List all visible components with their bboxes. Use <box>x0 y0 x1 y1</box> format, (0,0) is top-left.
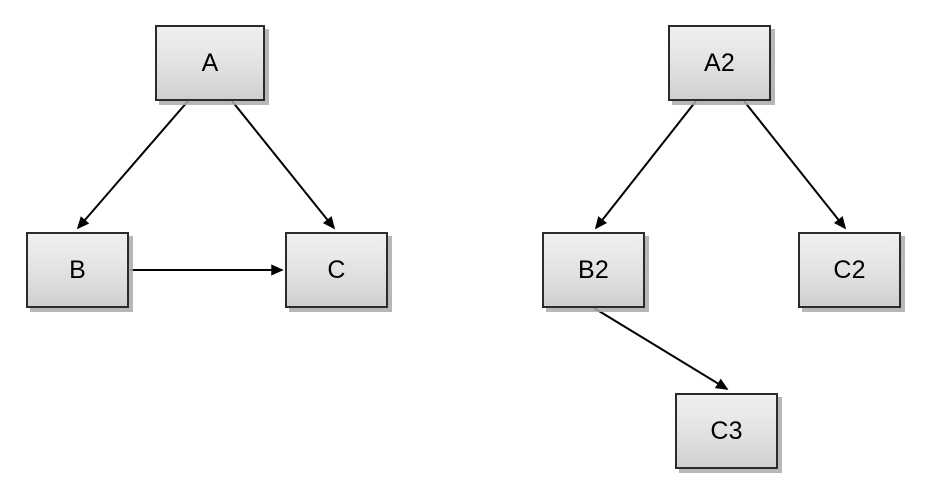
edge-line <box>231 100 335 229</box>
node-label: C <box>327 255 346 284</box>
node-c2[interactable]: C2 <box>798 232 901 308</box>
arrowhead-icon <box>594 216 608 230</box>
node-a[interactable]: A <box>155 25 265 101</box>
arrowhead-icon <box>833 216 847 230</box>
edge-A2-C2 <box>743 100 847 230</box>
edge-line <box>593 307 728 390</box>
node-c3[interactable]: C3 <box>675 393 778 469</box>
arrowhead-icon <box>76 216 90 230</box>
edge-A-C <box>231 100 336 230</box>
edge-A-B <box>76 100 189 230</box>
arrowhead-icon <box>714 378 729 390</box>
edge-B2-C3 <box>593 307 729 390</box>
node-label: A <box>201 48 219 77</box>
edge-A2-B2 <box>594 100 697 230</box>
node-label: C3 <box>710 416 743 445</box>
node-c[interactable]: C <box>285 232 388 308</box>
edge-line <box>595 100 697 229</box>
node-label: B <box>69 255 86 284</box>
edge-line <box>77 100 189 229</box>
arrowhead-icon <box>271 264 284 276</box>
edge-B-C <box>130 264 284 276</box>
node-a2[interactable]: A2 <box>668 25 771 101</box>
node-b[interactable]: B <box>26 232 129 308</box>
node-b2[interactable]: B2 <box>542 232 645 308</box>
node-label: A2 <box>704 48 735 77</box>
edge-line <box>743 100 846 229</box>
arrowhead-icon <box>322 216 336 230</box>
node-label: B2 <box>578 255 609 284</box>
node-label: C2 <box>833 255 866 284</box>
